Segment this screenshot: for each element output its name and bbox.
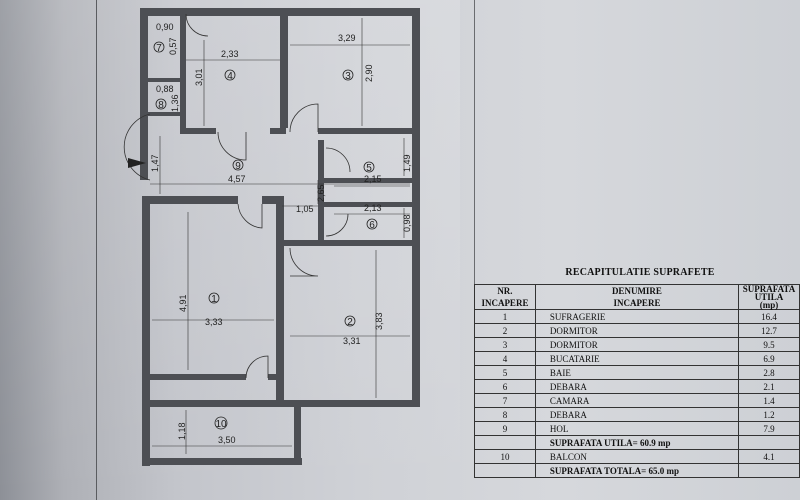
dim-088: 0,88 [156,84,174,94]
room-number-3: 3 [345,71,351,82]
header-suprafata: SUPRAFATA UTILA (mp) [738,284,800,310]
dim-350: 3,50 [218,435,236,445]
table-header-row: NR. INCAPERE DENUMIRE INCAPERE SUPRAFATA… [474,284,800,310]
row-nr: 8 [474,407,536,422]
dim-233: 2,33 [221,49,239,59]
totala-row: SUPRAFATA TOTALA= 65.0 mp [474,463,800,478]
row-nr: 7 [474,393,536,408]
row-area: 1.2 [738,407,800,422]
dim-057: 0,57 [168,37,178,55]
row-name: DEBARA [534,379,740,394]
row-nr: 5 [474,365,536,380]
table-border-line [474,0,475,285]
dim-213: 2,13 [364,203,382,213]
header-nr: NR. INCAPERE [474,284,536,310]
utila-total-row: SUPRAFATA UTILA= 60.9 mp [474,435,800,450]
row-name: DORMITOR [534,337,740,352]
header-nr-line1: NR. [497,286,513,296]
dim-491: 4,91 [178,294,188,312]
row-name: DORMITOR [534,323,740,338]
row-area: 7.9 [738,421,800,436]
row-name: DEBARA [534,407,740,422]
dim-301: 3,01 [194,68,204,86]
row-name: SUFRAGERIE [534,309,740,324]
row-area: 16.4 [738,309,800,324]
dim-383: 3,83 [374,312,384,330]
row-nr: 2 [474,323,536,338]
room-number-5: 5 [366,163,372,174]
sheet-border-line [96,0,97,500]
row-nr: 4 [474,351,536,366]
room-number-10: 10 [215,419,227,430]
row-name: BUCATARIE [534,351,740,366]
dim-098: 0,98 [402,214,412,232]
header-nr-line2: INCAPERE [481,298,529,308]
dim-290: 2,90 [364,64,374,82]
dim-329: 3,29 [338,33,356,43]
utila-total: SUPRAFATA UTILA= 60.9 mp [534,435,740,450]
room-number-7: 7 [156,43,162,54]
row-name: BAIE [534,365,740,380]
header-den-line2: INCAPERE [613,298,661,308]
room-number-1: 1 [211,294,217,305]
row-area: 1.4 [738,393,800,408]
row-area: 6.9 [738,351,800,366]
paper-shade [0,0,460,500]
entry-arrow-icon [128,158,146,168]
header-sup-line2: UTILA [754,292,784,302]
row-area: 12.7 [738,323,800,338]
dim-105: 1,05 [296,204,314,214]
dim-215: 2,15 [364,174,382,184]
room-number-9: 9 [235,161,241,172]
dim-331: 3,31 [343,336,361,346]
dim-457: 4,57 [228,174,246,184]
row-nr: 9 [474,421,536,436]
balcon-area: 4.1 [738,449,800,464]
row-nr: 3 [474,337,536,352]
dim-136: 1,36 [170,94,180,112]
room-number-8: 8 [158,100,164,111]
dim-147: 1,47 [150,154,160,172]
balcon-name: BALCON [534,449,740,464]
dim-090: 0,90 [156,22,174,32]
row-area: 9.5 [738,337,800,352]
row-nr: 6 [474,379,536,394]
room-number-6: 6 [369,220,375,231]
row-area: 2.1 [738,379,800,394]
header-sup-line3: (mp) [759,300,779,310]
row-nr: 1 [474,309,536,324]
surface-recap-table: NR. INCAPERE DENUMIRE INCAPERE SUPRAFATA… [474,284,800,478]
room-number-2: 2 [347,317,353,328]
row-name: HOL [534,421,740,436]
room-number-4: 4 [227,71,233,82]
dim-333: 3,33 [205,317,223,327]
table-title: RECAPITULATIE SUPRAFETE [565,267,715,278]
header-denumire: DENUMIRE INCAPERE [534,284,740,310]
dim-118: 1,18 [177,422,187,440]
row-name: CAMARA [534,393,740,408]
balcon-nr: 10 [474,449,536,464]
row-area: 2.8 [738,365,800,380]
header-den-line1: DENUMIRE [611,286,662,296]
dim-265: 2,65 [316,184,326,202]
header-sup-line1: SUPRAFATA [742,284,796,294]
totala-total: SUPRAFATA TOTALA= 65.0 mp [534,463,740,478]
dim-149: 1,49 [402,154,412,172]
